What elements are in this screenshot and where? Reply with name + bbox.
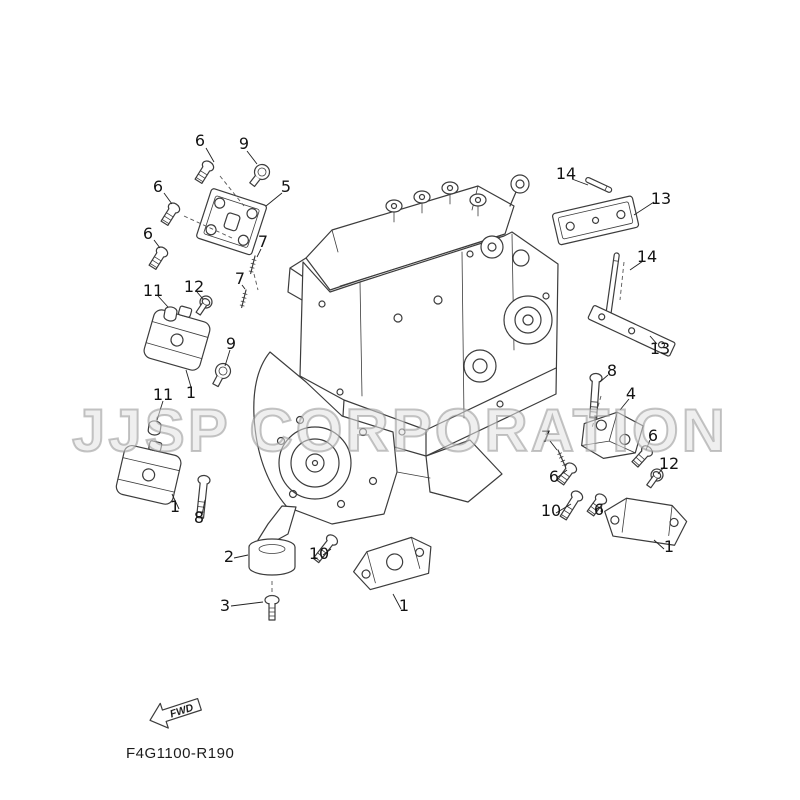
callout-14: 14 (636, 247, 658, 266)
stud-7-a (248, 255, 257, 275)
part-bracket-4 (581, 411, 644, 459)
callout-6: 6 (593, 500, 605, 519)
callout-11: 11 (142, 281, 164, 300)
bolt-12-a (195, 295, 213, 316)
bolt-8-a (195, 474, 211, 519)
part-mount-right (604, 497, 688, 546)
callout-4: 4 (625, 384, 637, 403)
callout-13: 13 (649, 339, 671, 358)
callout-10: 10 (540, 501, 562, 520)
callout-7: 7 (257, 232, 269, 251)
part-damper-2 (248, 538, 296, 576)
callout-7: 7 (540, 427, 552, 446)
stud-7-c (557, 449, 567, 468)
callout-8: 8 (193, 508, 205, 527)
callout-7: 7 (234, 269, 246, 288)
part-mount-upper-left (143, 305, 211, 371)
callout-3: 3 (219, 596, 231, 615)
part-bracket-5 (196, 188, 267, 256)
callout-12: 12 (658, 454, 680, 473)
callout-10: 10 (308, 544, 330, 563)
fwd-arrow: FWD (149, 697, 202, 729)
pin-14-a (585, 176, 613, 193)
bolt-6-f (586, 493, 608, 517)
callout-6: 6 (548, 467, 560, 486)
screw-3 (264, 594, 280, 621)
part-bar-13-b (587, 305, 676, 357)
bolt-6-b (160, 202, 181, 226)
leader-lines (153, 147, 665, 610)
callout-6: 6 (647, 426, 659, 445)
bolt-10-b (559, 490, 584, 521)
callout-14: 14 (555, 164, 577, 183)
callout-1: 1 (398, 596, 410, 615)
callout-6: 6 (194, 131, 206, 150)
bolt-6-d (631, 445, 653, 468)
callout-9: 9 (225, 334, 237, 353)
bolt-6-c (148, 246, 169, 270)
callout-5: 5 (280, 177, 292, 196)
callout-11: 11 (152, 385, 174, 404)
bolt-10-a (312, 534, 339, 564)
nut-11-b (147, 420, 162, 436)
bolt-8-b (589, 372, 603, 419)
part-mount-bottom (353, 536, 432, 591)
callout-9: 9 (238, 134, 250, 153)
diagram-code: F4G1100-R190 (126, 745, 235, 762)
screw-9-a (249, 163, 271, 188)
callout-6: 6 (142, 224, 154, 243)
fwd-label: FWD (168, 702, 195, 721)
bolt-6-e (556, 462, 578, 486)
assembly-axes (183, 175, 625, 596)
callout-8: 8 (606, 361, 618, 380)
callout-2: 2 (223, 547, 235, 566)
part-mount-lower-left (115, 440, 182, 505)
callout-1: 1 (185, 383, 197, 402)
callout-13: 13 (650, 189, 672, 208)
callout-1: 1 (663, 537, 675, 556)
callout-1: 1 (169, 497, 181, 516)
nut-11-a (163, 306, 178, 322)
bolt-6-a (194, 160, 215, 184)
callout-12: 12 (183, 277, 205, 296)
engine-block (253, 174, 559, 547)
callout-6: 6 (152, 177, 164, 196)
stud-7-b (239, 289, 248, 309)
screw-9-b (212, 362, 232, 388)
part-plate-13-a (551, 195, 640, 246)
